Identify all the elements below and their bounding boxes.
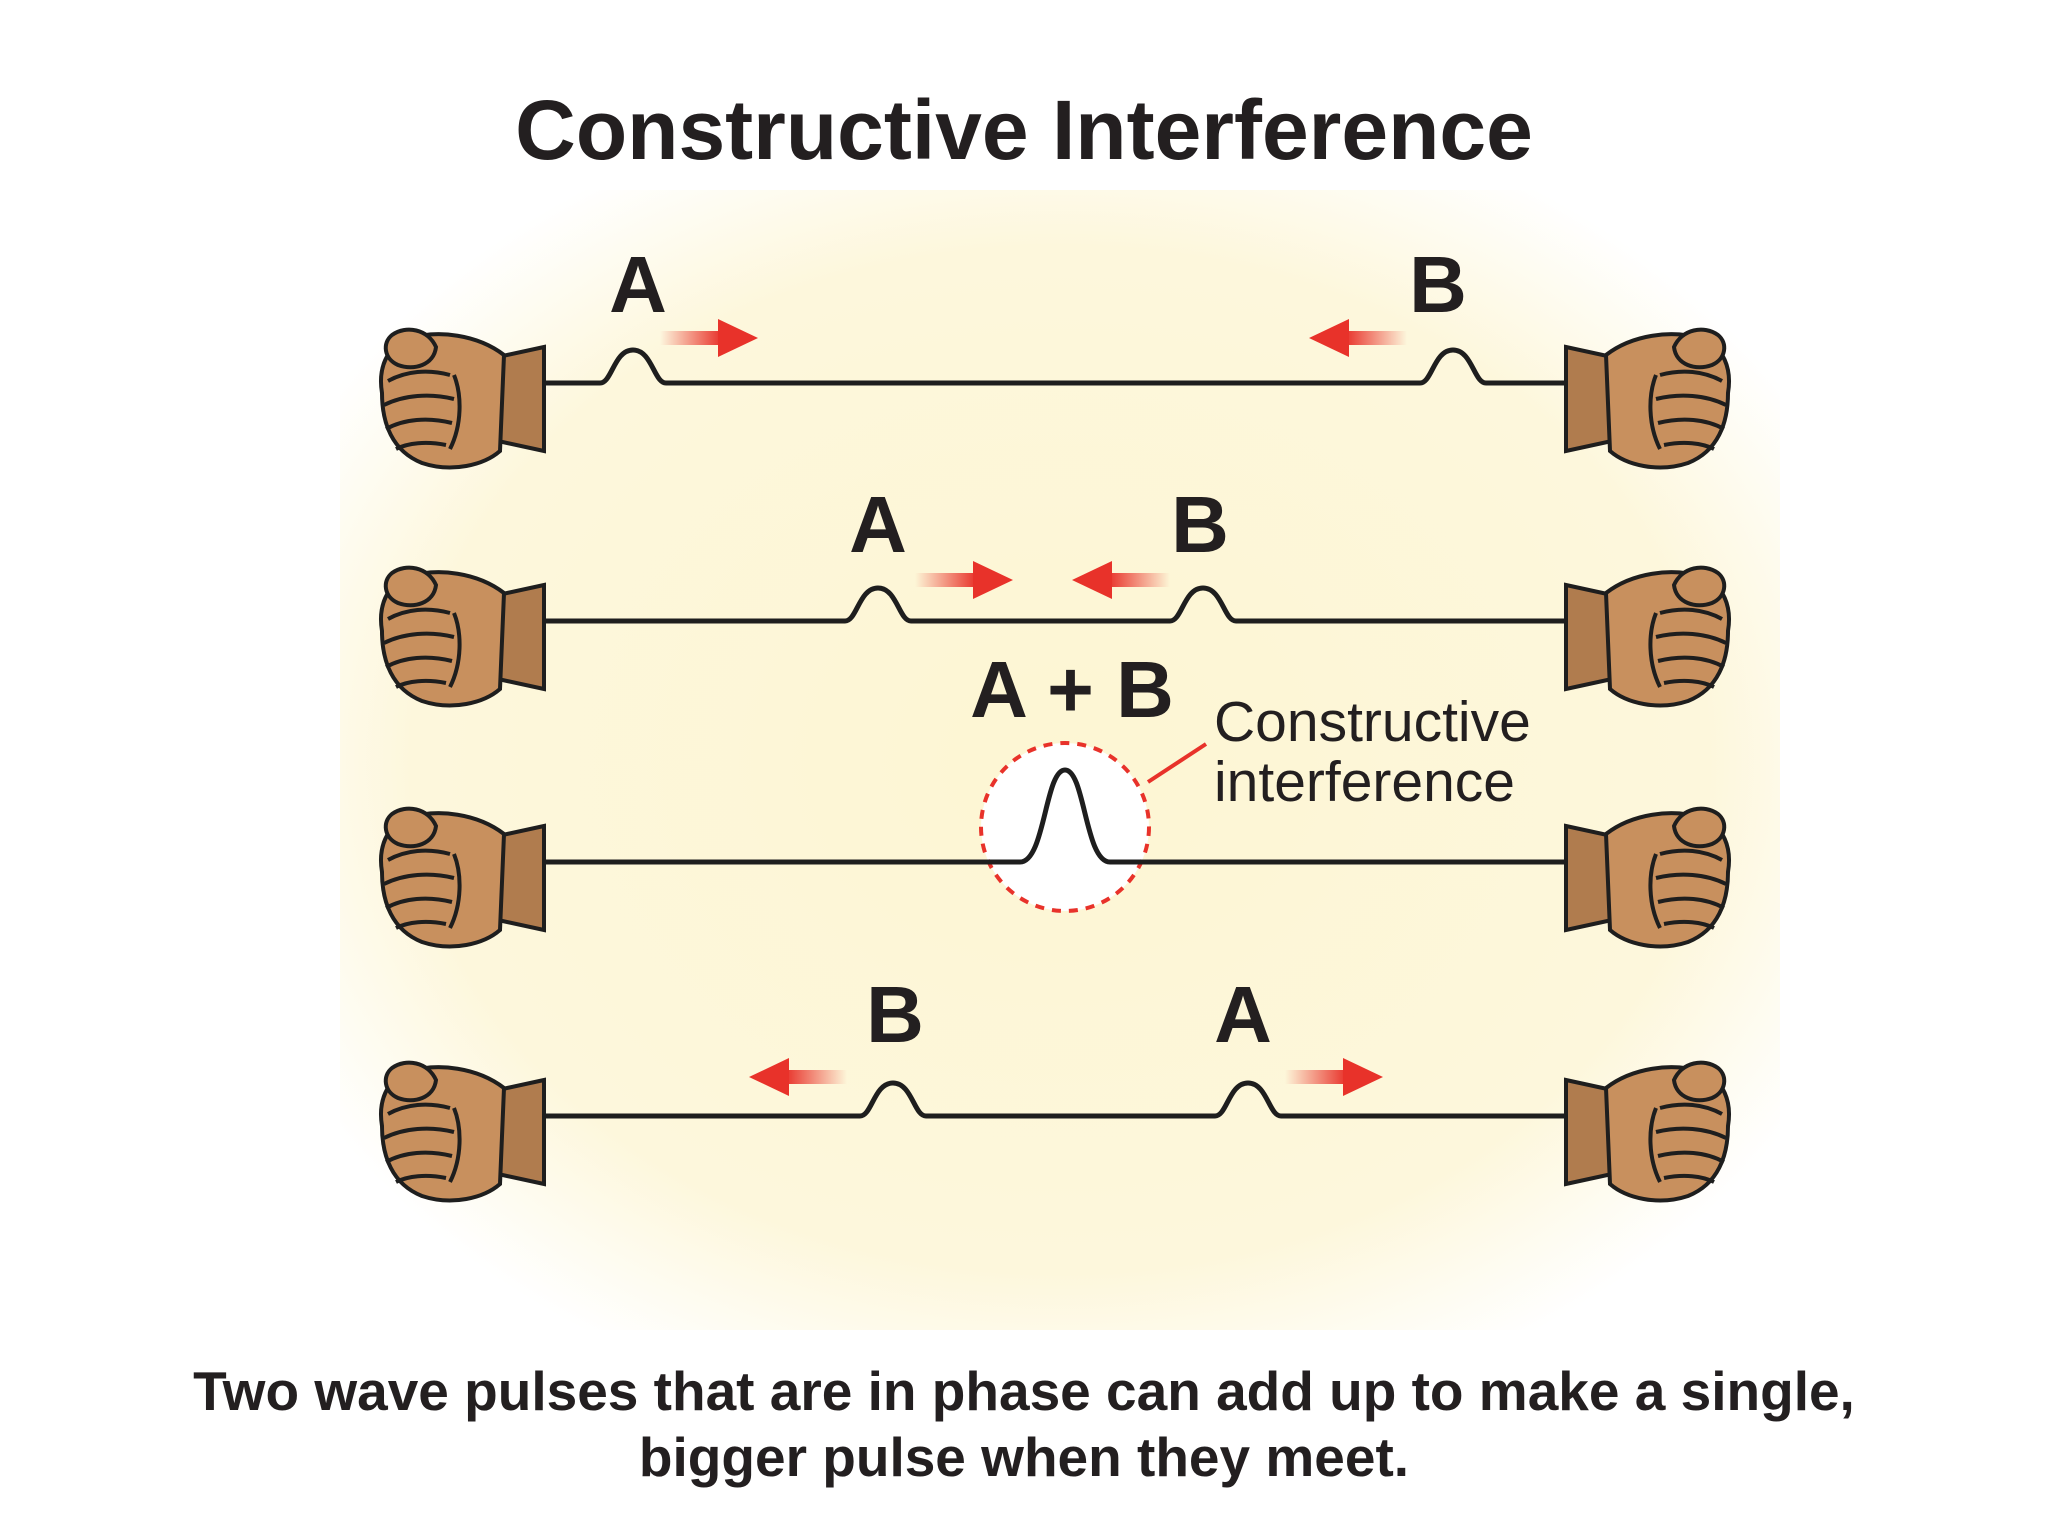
pulse-label-b: B bbox=[1409, 240, 1467, 329]
right-hand-1 bbox=[1564, 327, 1731, 470]
right-hand-2 bbox=[1564, 565, 1731, 708]
arrow-left-icon bbox=[749, 1058, 847, 1096]
pulse-label-b: B bbox=[866, 970, 924, 1059]
row-1: A B bbox=[379, 240, 1731, 470]
left-hand-2 bbox=[379, 565, 546, 708]
diagram-title: Constructive Interference bbox=[515, 83, 1533, 177]
rope-2 bbox=[530, 585, 1575, 624]
right-hand-4 bbox=[1564, 1060, 1731, 1203]
row-2: A B bbox=[379, 480, 1731, 708]
diagram-caption: Two wave pulses that are in phase can ad… bbox=[0, 1358, 2048, 1490]
pulse-label-b: B bbox=[1171, 480, 1229, 569]
rope-1 bbox=[530, 347, 1575, 386]
pulse-label-a: A bbox=[609, 240, 667, 329]
combined-pulse-label: A + B bbox=[970, 645, 1174, 734]
callout-leader-line bbox=[1146, 742, 1208, 784]
arrow-right-icon bbox=[1285, 1058, 1383, 1096]
pulse-label-a: A bbox=[849, 480, 907, 569]
rope-4 bbox=[530, 1080, 1575, 1119]
right-hand-3 bbox=[1564, 806, 1731, 949]
callout-label-line1: Constructive bbox=[1214, 690, 1531, 754]
row-3: A + B Constructive interference bbox=[379, 645, 1731, 949]
left-hand-3 bbox=[379, 806, 546, 949]
arrow-right-icon bbox=[915, 561, 1013, 599]
rope-3 bbox=[530, 767, 1575, 865]
caption-line-2: bigger pulse when they meet. bbox=[638, 1426, 1410, 1488]
interference-highlight-circle bbox=[979, 741, 1151, 913]
left-hand-1 bbox=[379, 327, 546, 470]
callout-label-line2: interference bbox=[1214, 750, 1515, 814]
left-hand-4 bbox=[379, 1060, 546, 1203]
arrow-right-icon bbox=[660, 319, 758, 357]
caption-line-1: Two wave pulses that are in phase can ad… bbox=[193, 1360, 1855, 1422]
pulse-label-a: A bbox=[1214, 970, 1272, 1059]
row-4: B A bbox=[379, 970, 1731, 1203]
arrow-left-icon bbox=[1309, 319, 1407, 357]
arrow-left-icon bbox=[1072, 561, 1170, 599]
